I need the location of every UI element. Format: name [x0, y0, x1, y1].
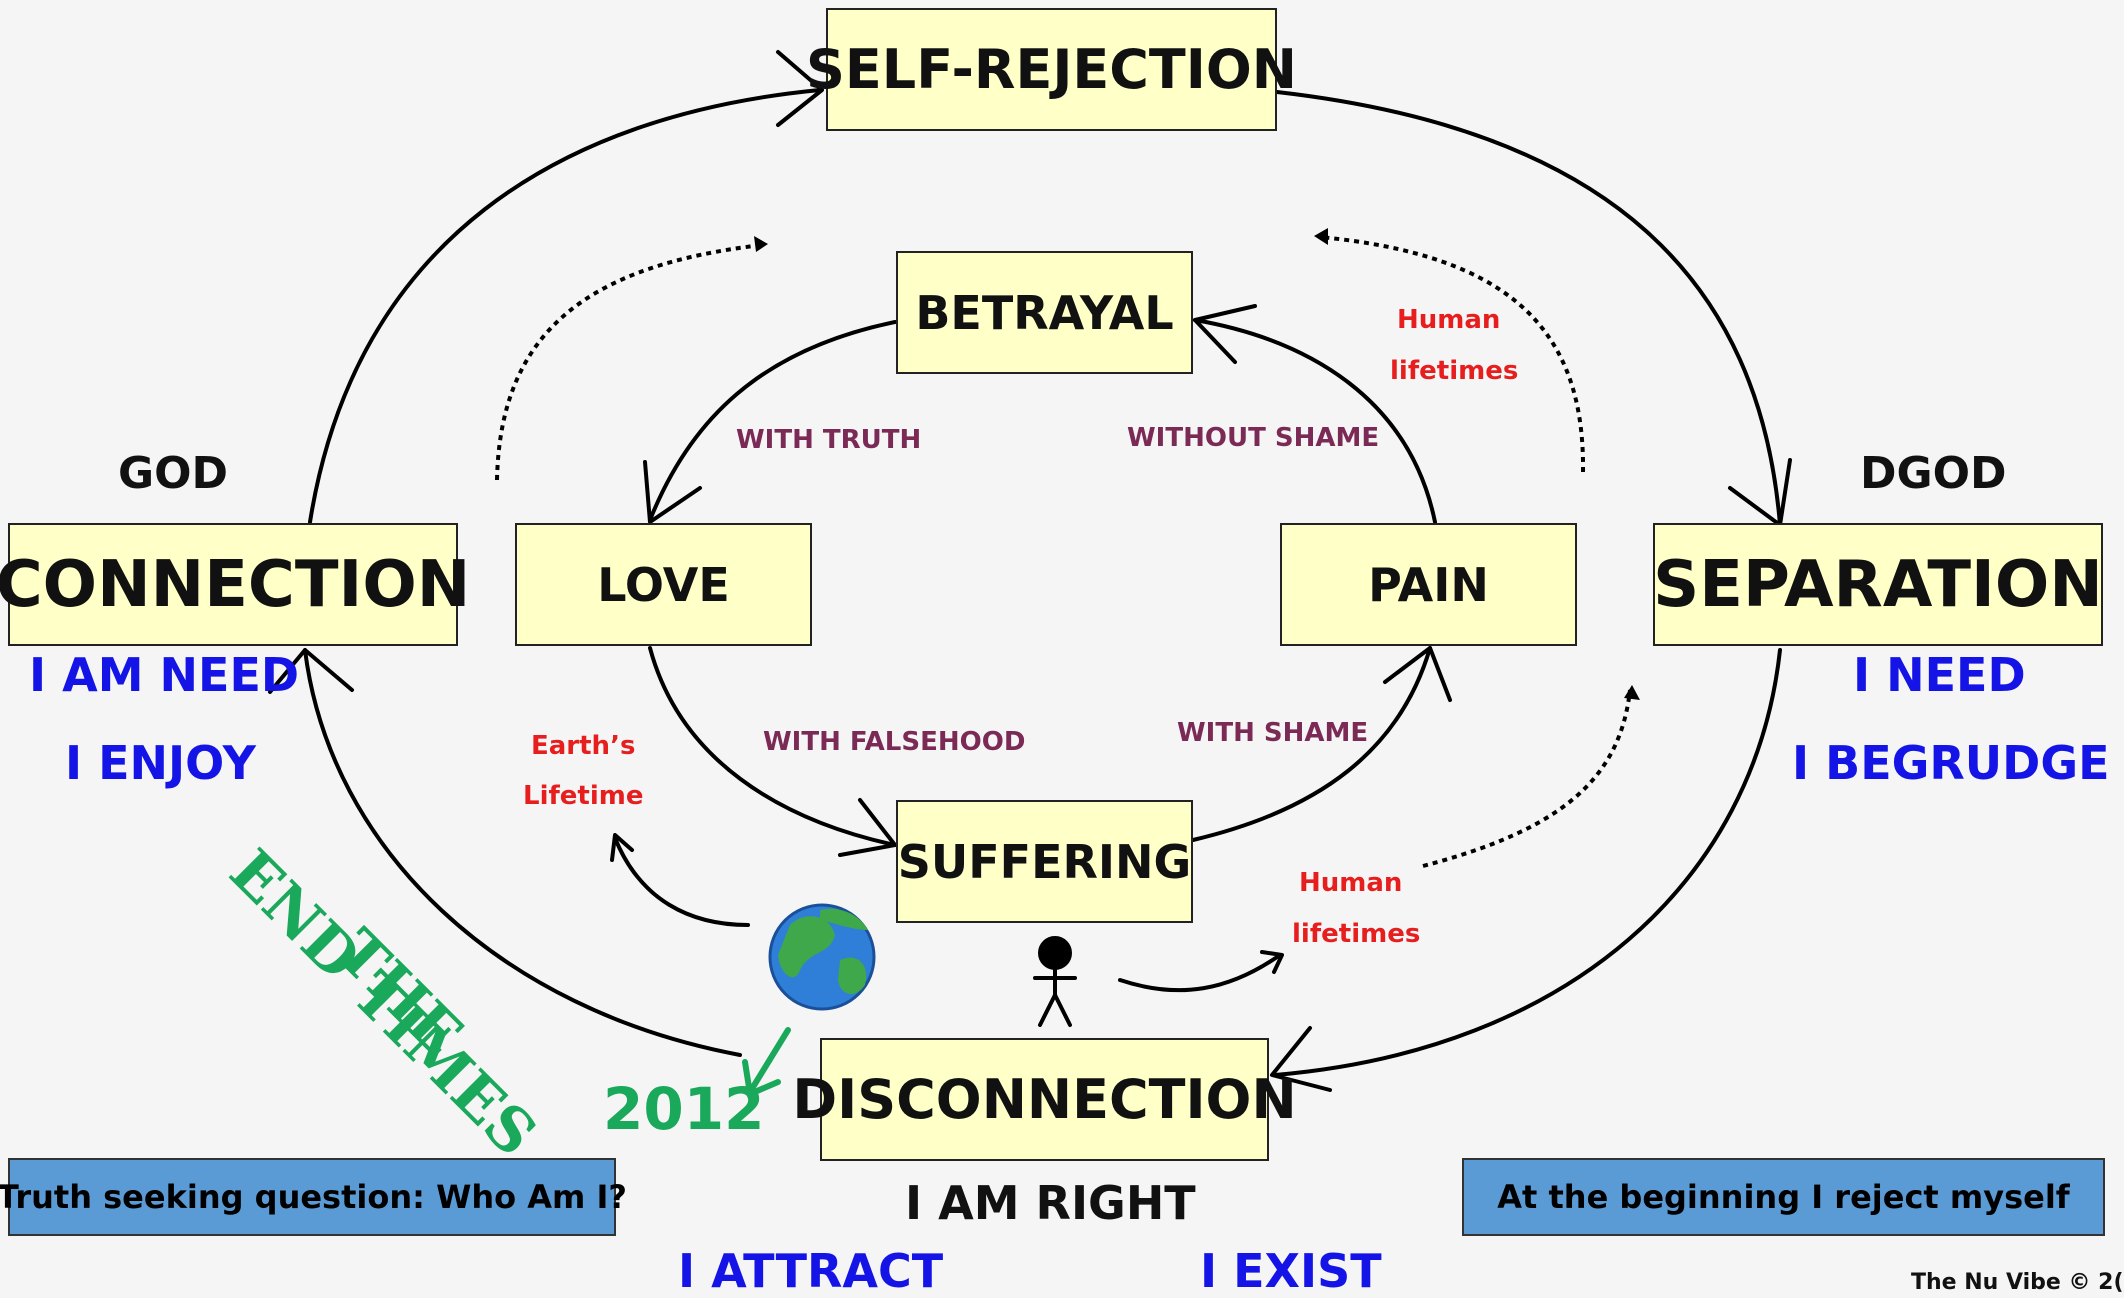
- green-arrow-2012: [747, 1027, 791, 1095]
- label-i-am-need: I AM NEED: [29, 648, 300, 702]
- node-separation: SEPARATION: [1653, 523, 2103, 646]
- arrowhead-self-rejection: [776, 50, 824, 127]
- arrow-person-to-human-lifetimes: [1118, 953, 1282, 993]
- edge-label-with-falsehood: WITH FALSEHOOD: [763, 727, 1026, 757]
- label-dgod: DGOD: [1860, 448, 2007, 499]
- label-human-lifetimes-bottom-2: lifetimes: [1292, 919, 1421, 949]
- green-arrowhead-2012: [742, 1059, 781, 1099]
- arrowhead-suffering: [838, 798, 897, 857]
- arrow-betrayal-to-love: [648, 320, 897, 522]
- arrowhead-human-lifetimes: [1260, 950, 1284, 974]
- label-i-am-right: I AM RIGHT: [905, 1176, 1196, 1230]
- arrowhead-connection: [268, 648, 354, 694]
- label-i-attract: I ATTRACT: [678, 1244, 944, 1298]
- label-i-need: I NEED: [1853, 648, 2026, 702]
- node-betrayal: BETRAYAL: [896, 251, 1193, 374]
- arrow-connection-to-self-rejection: [308, 88, 822, 524]
- node-disconnection: DISCONNECTION: [792, 1038, 1297, 1161]
- arrowhead-pain: [1383, 646, 1452, 702]
- truth-question-box: Truth seeking question: Who Am I?: [0, 1158, 627, 1236]
- arrow-disconnection-to-connection: [303, 648, 742, 1057]
- label-human-lifetimes-bottom-1: Human: [1299, 868, 1403, 898]
- node-connection: CONNECTION: [0, 523, 470, 646]
- arrowhead-separation: [1728, 458, 1792, 527]
- label-earths-lifetime-1: Earth’s: [531, 731, 636, 761]
- stick-figure-icon: [1033, 936, 1077, 1027]
- label-earths-lifetime-2: Lifetime: [523, 781, 644, 811]
- label-i-begrudge: I BEGRUDGE: [1792, 736, 2110, 790]
- arrow-globe-to-earth-lifetime: [613, 836, 750, 927]
- label-god: GOD: [118, 448, 229, 499]
- node-suffering: SUFFERING: [896, 800, 1193, 923]
- edge-label-without-shame: WITHOUT SHAME: [1127, 423, 1380, 453]
- label-human-lifetimes-top-2: lifetimes: [1390, 356, 1519, 386]
- dotted-arrow-right-top: [1319, 235, 1586, 473]
- arrowhead-love: [643, 460, 702, 524]
- earth-globe-icon: [768, 903, 876, 1011]
- label-human-lifetimes-top-1: Human: [1397, 305, 1501, 335]
- label-i-enjoy: I ENJOY: [65, 736, 256, 790]
- arrow-self-rejection-to-separation: [1275, 90, 1782, 527]
- label-2012: 2012: [603, 1075, 765, 1143]
- arrow-love-to-suffering: [648, 646, 897, 847]
- node-pain: PAIN: [1280, 523, 1577, 646]
- copyright-text: The Nu Vibe © 2(: [1911, 1270, 2124, 1295]
- node-self-rejection: SELF-REJECTION: [806, 8, 1297, 131]
- dotted-arrowhead-right-top: [1314, 228, 1328, 245]
- arrowhead-earth-lifetime: [610, 833, 634, 862]
- dotted-arrowhead-right-bottom: [1624, 685, 1640, 700]
- dotted-arrow-right-bottom: [1422, 689, 1632, 868]
- edge-label-with-truth: WITH TRUTH: [736, 425, 922, 455]
- arrowhead-disconnection: [1270, 1026, 1332, 1092]
- label-i-exist: I EXIST: [1200, 1244, 1382, 1298]
- edge-label-with-shame: WITH SHAME: [1177, 718, 1369, 748]
- arrow-pain-to-betrayal: [1193, 318, 1437, 524]
- arrowhead-betrayal: [1193, 304, 1257, 364]
- node-love: LOVE: [515, 523, 812, 646]
- beginning-box: At the beginning I reject myself: [1462, 1158, 2105, 1236]
- dotted-arrowhead-left: [754, 236, 768, 252]
- dotted-arrow-left: [495, 243, 763, 481]
- arrow-separation-to-disconnection: [1273, 648, 1782, 1077]
- arrow-suffering-to-pain: [1191, 646, 1432, 842]
